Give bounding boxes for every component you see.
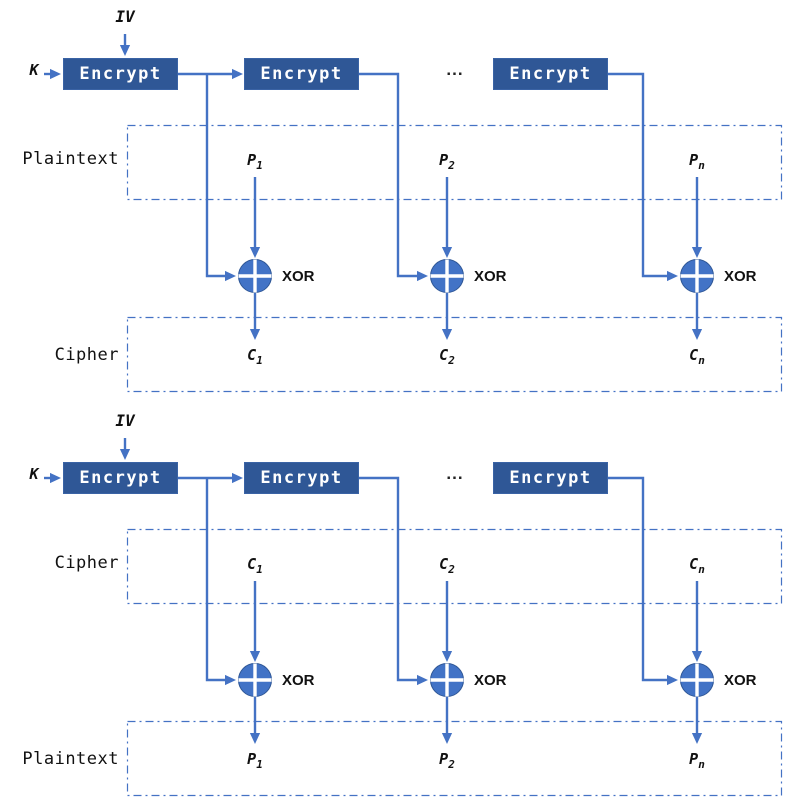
enc-encrypt-box-1: Encrypt (63, 58, 178, 90)
dec-xor2-label: XOR (474, 672, 507, 689)
dec-cn-label: Cn (689, 555, 705, 576)
dec-plaintext-band-label: Plaintext (22, 749, 119, 769)
enc-c1-label: C1 (247, 346, 263, 367)
dec-encrypt-box-3: Encrypt (493, 462, 608, 494)
dec-pn-label: Pn (689, 750, 705, 771)
enc-ellipsis: ... (446, 60, 464, 79)
enc-c2-label: C2 (439, 346, 455, 367)
dec-cipher-band-label: Cipher (54, 553, 119, 573)
dec-xor3-label: XOR (724, 672, 757, 689)
enc-plaintext-band-outline (126, 124, 783, 201)
enc-keystream1-feed-arrow (205, 74, 236, 282)
enc-p1-label: P1 (247, 151, 263, 172)
dec-encrypt-box-1: Encrypt (63, 462, 178, 494)
enc-pn-label: Pn (689, 151, 705, 172)
enc-cn-label: Cn (689, 346, 705, 367)
enc-xor3-gate-icon (680, 259, 714, 293)
dec-keystream1-feed-arrow (205, 478, 236, 686)
enc-keystream3-feed-arrow (605, 72, 678, 282)
dec-keystream2-feed-arrow (358, 476, 428, 686)
enc-cipher-band-label: Cipher (54, 345, 119, 365)
enc-plaintext-band-label: Plaintext (22, 149, 119, 169)
dec-p2-label: P2 (439, 750, 455, 771)
dec-xor1-label: XOR (282, 672, 315, 689)
enc-xor1-gate-icon (238, 259, 272, 293)
enc-xor2-label: XOR (474, 268, 507, 285)
enc-cipher-band-outline (126, 316, 783, 393)
dec-ellipsis: ... (446, 464, 464, 483)
dec-xor1-gate-icon (238, 663, 272, 697)
dec-c1-label: C1 (247, 555, 263, 576)
dec-encrypt-box-2: Encrypt (244, 462, 359, 494)
dec-c2-label: C2 (439, 555, 455, 576)
dec-iv-label: IV (115, 411, 135, 430)
enc-encrypt-box-3: Encrypt (493, 58, 608, 90)
enc-encrypt-box-2: Encrypt (244, 58, 359, 90)
enc-xor1-label: XOR (282, 268, 315, 285)
enc-iv-label: IV (115, 7, 135, 26)
enc-xor3-label: XOR (724, 268, 757, 285)
enc-p2-label: P2 (439, 151, 455, 172)
enc-wires (44, 34, 703, 340)
enc-xor2-gate-icon (430, 259, 464, 293)
dec-key-label: K (29, 465, 39, 483)
dec-keystream3-feed-arrow (605, 476, 678, 686)
enc-keystream2-feed-arrow (358, 72, 428, 282)
enc-key-label: K (29, 61, 39, 79)
dec-cipher-band-outline (126, 528, 783, 605)
dec-plaintext-band-outline (126, 720, 783, 797)
dec-xor3-gate-icon (680, 663, 714, 697)
dec-xor2-gate-icon (430, 663, 464, 697)
dec-wires (44, 438, 703, 744)
dec-p1-label: P1 (247, 750, 263, 771)
